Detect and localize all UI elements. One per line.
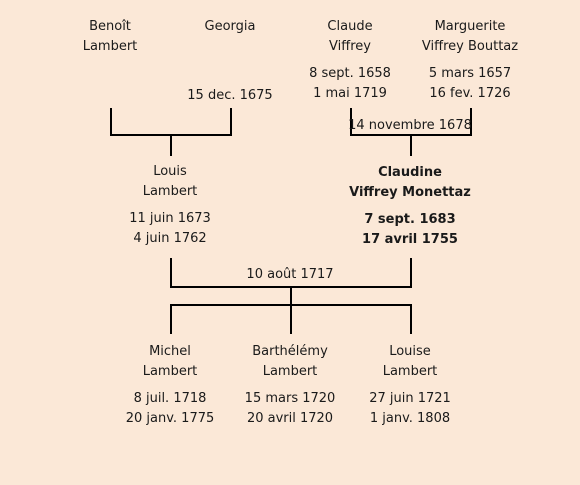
person-dates: 11 juin 1673 4 juin 1762 <box>100 209 240 249</box>
death-date: 20 janv. 1775 <box>125 411 215 426</box>
death-date: 16 fev. 1726 <box>429 86 511 101</box>
person-first-name: Barthélémy <box>252 344 328 359</box>
birth-date: 27 juin 1721 <box>369 391 451 406</box>
connector-line <box>410 258 412 288</box>
birth-date: 8 juil. 1718 <box>133 391 207 406</box>
birth-date: 11 juin 1673 <box>129 211 211 226</box>
person-dates: 15 dec. 1675 <box>160 86 300 106</box>
connector-line <box>230 108 232 136</box>
death-date: 15 dec. 1675 <box>187 88 273 103</box>
connector-line <box>470 108 472 136</box>
person-claude-viffrey[interactable]: Claude Viffrey 8 sept. 1658 1 mai 1719 <box>280 17 420 104</box>
person-louise-lambert[interactable]: Louise Lambert 27 juin 1721 1 janv. 1808 <box>340 342 480 429</box>
birth-date: 8 sept. 1658 <box>309 66 391 81</box>
person-georgia[interactable]: Georgia 15 dec. 1675 <box>160 17 300 106</box>
person-dates: 5 mars 1657 16 fev. 1726 <box>400 64 540 104</box>
person-last-name: Lambert <box>142 364 198 379</box>
person-claudine-viffrey-monettaz[interactable]: Claudine Viffrey Monettaz 7 sept. 1683 1… <box>340 163 480 250</box>
person-first-name: Marguerite <box>434 19 506 34</box>
person-first-name: Louise <box>389 344 431 359</box>
person-dates: 8 sept. 1658 1 mai 1719 <box>280 64 420 104</box>
person-first-name: Louis <box>153 164 187 179</box>
connector-line <box>410 304 412 334</box>
person-first-name: Michel <box>149 344 191 359</box>
person-first-name: Georgia <box>204 19 256 34</box>
person-dates: 7 sept. 1683 17 avril 1755 <box>340 210 480 250</box>
person-last-name: Lambert <box>262 364 318 379</box>
person-last-name: Lambert <box>142 184 198 199</box>
death-date: 20 avril 1720 <box>246 411 334 426</box>
person-first-name: Claude <box>327 19 373 34</box>
death-date: 17 avril 1755 <box>362 232 458 247</box>
death-date: 1 mai 1719 <box>313 86 387 101</box>
marriage-date-parents: 10 août 1717 <box>246 267 334 282</box>
person-dates: 15 mars 1720 20 avril 1720 <box>220 389 360 429</box>
connector-line <box>170 304 172 334</box>
person-barthelemy-lambert[interactable]: Barthélémy Lambert 15 mars 1720 20 avril… <box>220 342 360 429</box>
birth-date: 15 mars 1720 <box>244 391 336 406</box>
connector-line <box>350 108 352 136</box>
connector-line <box>290 304 292 334</box>
person-last-name: Viffrey Bouttaz <box>421 39 519 54</box>
person-dates: 8 juil. 1718 20 janv. 1775 <box>100 389 240 429</box>
person-first-name: Claudine <box>378 165 442 180</box>
person-marguerite-viffrey-bouttaz[interactable]: Marguerite Viffrey Bouttaz 5 mars 1657 1… <box>400 17 540 104</box>
death-date: 1 janv. 1808 <box>369 411 451 426</box>
person-last-name: Viffrey Monettaz <box>349 185 471 200</box>
person-benoit-lambert[interactable]: Benoît Lambert <box>40 17 180 57</box>
person-last-name: Lambert <box>382 364 438 379</box>
connector-line <box>170 258 172 288</box>
connector-line <box>410 134 412 156</box>
person-dates: 27 juin 1721 1 janv. 1808 <box>340 389 480 429</box>
person-last-name <box>160 37 300 57</box>
person-last-name: Lambert <box>82 39 138 54</box>
person-last-name: Viffrey <box>329 39 371 54</box>
birth-date: 7 sept. 1683 <box>364 212 456 227</box>
marriage-date-grandparents: 14 novembre 1678 <box>348 118 472 133</box>
person-first-name: Benoît <box>89 19 131 34</box>
connector-line <box>110 108 112 136</box>
connector-line <box>290 286 292 306</box>
person-michel-lambert[interactable]: Michel Lambert 8 juil. 1718 20 janv. 177… <box>100 342 240 429</box>
person-louis-lambert[interactable]: Louis Lambert 11 juin 1673 4 juin 1762 <box>100 162 240 249</box>
connector-line <box>170 134 172 156</box>
death-date: 4 juin 1762 <box>133 231 207 246</box>
birth-date: 5 mars 1657 <box>428 66 512 81</box>
